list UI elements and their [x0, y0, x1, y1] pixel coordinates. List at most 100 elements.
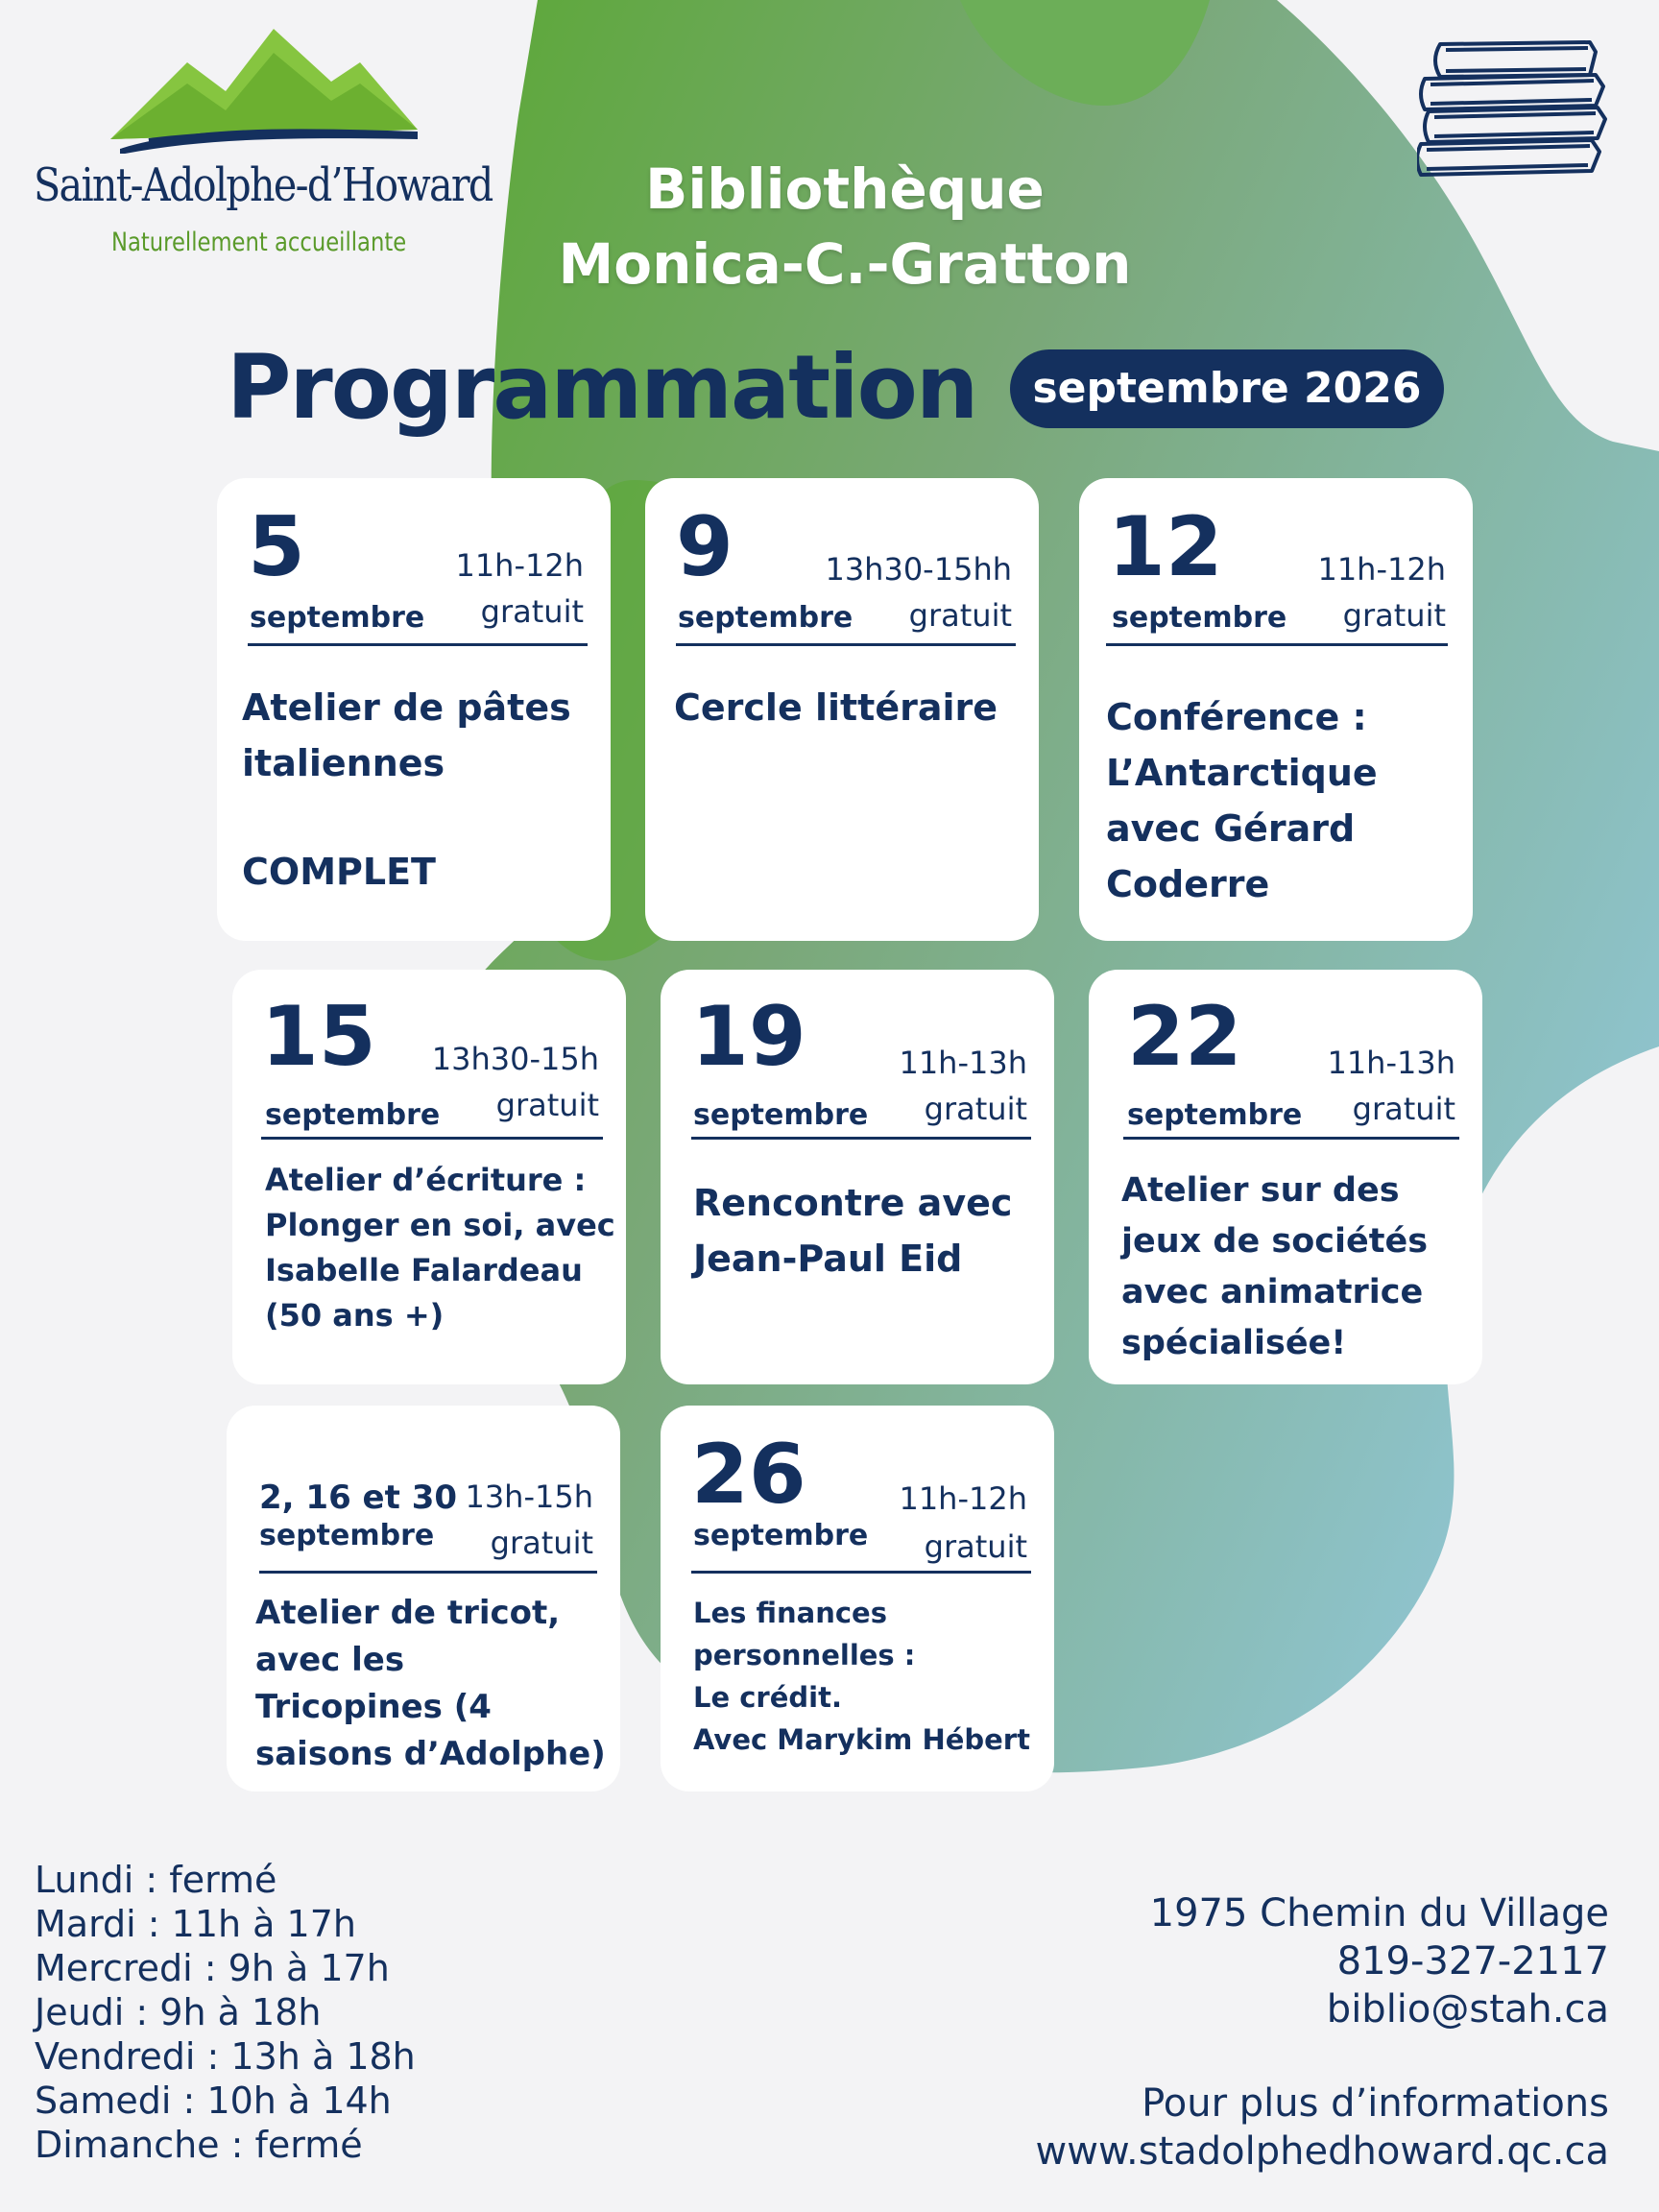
event-month: septembre — [678, 601, 854, 635]
event-day: 9 — [676, 499, 733, 595]
event-title-line: Atelier d’écriture : — [265, 1162, 587, 1198]
event-time: 13h30-15h — [431, 1041, 599, 1077]
event-price: gratuit — [490, 1525, 593, 1561]
email-link[interactable]: biblio@stah.ca — [1326, 1987, 1609, 2032]
program-title: Programmation — [227, 336, 978, 439]
event-title-line: personnelles : — [693, 1639, 916, 1671]
month-badge: septembre 2026 — [1010, 349, 1444, 428]
event-title-line: Coderre — [1106, 863, 1270, 905]
event-title-line: Atelier sur des — [1121, 1171, 1400, 1210]
town-logo: Saint-Adolphe-d’Howard Naturellement acc… — [29, 24, 493, 274]
event-price: gratuit — [924, 1091, 1027, 1127]
hours-line: Mercredi : 9h à 17h — [35, 1947, 390, 1989]
books-stack-icon — [1417, 40, 1607, 177]
phone-number[interactable]: 819-327-2117 — [1336, 1939, 1609, 1984]
event-day: 12 — [1108, 499, 1223, 595]
event-title-line: spécialisée! — [1121, 1324, 1347, 1362]
event-card: 19 septembre 11h-13h gratuit Rencontre a… — [661, 970, 1054, 1384]
hours-line: Vendredi : 13h à 18h — [35, 2035, 416, 2078]
library-title-line1: Bibliothèque — [645, 156, 1045, 222]
event-title: Atelier de pâtes italiennes — [242, 680, 571, 791]
event-divider — [691, 1137, 1031, 1140]
mountain-logo-icon — [110, 29, 418, 154]
library-title: Bibliothèque Monica-C.-Gratton — [499, 152, 1190, 301]
hours-line: Samedi : 10h à 14h — [35, 2080, 392, 2122]
event-time: 11h-12h — [899, 1480, 1027, 1517]
event-title-line: Tricopines (4 — [255, 1688, 492, 1726]
event-price: gratuit — [1342, 597, 1446, 634]
hours-line: Dimanche : fermé — [35, 2124, 363, 2166]
event-title-line: avec animatrice — [1121, 1273, 1424, 1311]
event-divider — [1106, 643, 1448, 646]
event-title-line: Atelier de pâtes — [242, 686, 571, 729]
event-title: Atelier d’écriture : Plonger en soi, ave… — [265, 1158, 615, 1338]
event-price: gratuit — [495, 1087, 599, 1123]
event-title: Cercle littéraire — [674, 680, 998, 735]
event-title-line: jeux de sociétés — [1121, 1222, 1429, 1261]
event-title-line: Conférence : — [1106, 696, 1367, 738]
event-day: 2, 16 et 30 — [259, 1479, 458, 1517]
event-card: 12 septembre 11h-12h gratuit Conférence … — [1079, 478, 1473, 941]
event-month: septembre — [1127, 1098, 1303, 1132]
event-month: septembre — [693, 1098, 869, 1132]
event-time: 13h-15h — [465, 1479, 593, 1515]
hours-line: Jeudi : 9h à 18h — [35, 1991, 322, 2033]
town-name: Saint-Adolphe-d’Howard — [34, 158, 493, 212]
event-day: 5 — [248, 499, 305, 595]
event-time: 11h-12h — [1317, 551, 1446, 588]
event-title-line: italiennes — [242, 742, 445, 784]
address: 1975 Chemin du Village — [1149, 1891, 1609, 1936]
event-price: gratuit — [908, 597, 1012, 634]
event-divider — [691, 1571, 1031, 1574]
library-title-line2: Monica-C.-Gratton — [558, 231, 1132, 297]
event-day: 19 — [691, 989, 806, 1085]
website-link[interactable]: www.stadolphedhoward.qc.ca — [1035, 2129, 1609, 2174]
event-title-line: Atelier de tricot, — [255, 1594, 561, 1632]
event-title-line: Les finances — [693, 1597, 887, 1629]
event-card: 22 septembre 11h-13h gratuit Atelier sur… — [1089, 970, 1482, 1384]
event-time: 11h-13h — [899, 1045, 1027, 1081]
event-divider — [248, 643, 588, 646]
event-title-line: Jean-Paul Eid — [693, 1238, 963, 1280]
event-day: 22 — [1127, 989, 1242, 1085]
event-title-line: saisons d’Adolphe) — [255, 1735, 606, 1773]
event-divider — [259, 1571, 597, 1574]
event-title-line: avec les — [255, 1641, 405, 1679]
event-card: 2, 16 et 30 septembre 13h-15h gratuit At… — [227, 1406, 620, 1791]
event-title-line: Isabelle Falardeau — [265, 1252, 583, 1288]
event-title: Les finances personnelles : Le crédit. A… — [693, 1592, 1030, 1761]
event-card: 5 septembre 11h-12h gratuit Atelier de p… — [217, 478, 611, 941]
event-title: Atelier de tricot, avec les Tricopines (… — [255, 1590, 606, 1778]
event-price: gratuit — [1352, 1091, 1455, 1127]
event-month: septembre — [265, 1098, 441, 1132]
hours-line: Mardi : 11h à 17h — [35, 1903, 356, 1945]
contact-info: 1975 Chemin du Village 819-327-2117 bibl… — [1036, 1889, 1609, 2176]
hours-line: Lundi : fermé — [35, 1859, 277, 1901]
event-title: Conférence : L’Antarctique avec Gérard C… — [1106, 689, 1378, 912]
event-status: COMPLET — [242, 851, 436, 893]
event-divider — [261, 1137, 603, 1140]
event-time: 13h30-15hh — [825, 551, 1012, 588]
event-price: gratuit — [480, 593, 584, 630]
event-card: 26 septembre 11h-12h gratuit Les finance… — [661, 1406, 1054, 1791]
event-title-line: avec Gérard — [1106, 807, 1356, 850]
event-title: Atelier sur des jeux de sociétés avec an… — [1121, 1166, 1428, 1369]
event-divider — [676, 643, 1016, 646]
event-title-line: Avec Marykim Hébert — [693, 1723, 1030, 1756]
more-info-label: Pour plus d’informations — [1142, 2081, 1609, 2126]
event-card: 9 septembre 13h30-15hh gratuit Cercle li… — [645, 478, 1039, 941]
event-time: 11h-13h — [1327, 1045, 1455, 1081]
event-title: Rencontre avec Jean-Paul Eid — [693, 1175, 1012, 1286]
event-month: septembre — [259, 1519, 435, 1552]
event-day: 15 — [261, 989, 376, 1085]
event-month: septembre — [693, 1519, 869, 1552]
event-title-line: Cercle littéraire — [674, 686, 998, 729]
event-title-line: L’Antarctique — [1106, 752, 1378, 794]
event-title-line: Le crédit. — [693, 1681, 842, 1714]
event-divider — [1123, 1137, 1459, 1140]
event-month: septembre — [1112, 601, 1287, 635]
event-month: septembre — [250, 601, 425, 635]
event-title-line: Rencontre avec — [693, 1182, 1013, 1224]
event-card: 15 septembre 13h30-15h gratuit Atelier d… — [232, 970, 626, 1384]
event-price: gratuit — [924, 1528, 1027, 1565]
